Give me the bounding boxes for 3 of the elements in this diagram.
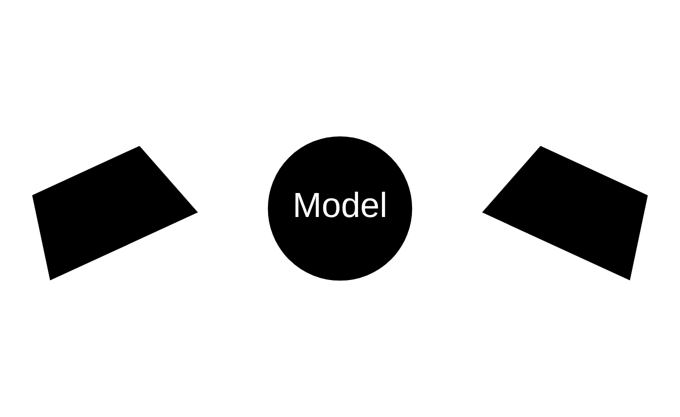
node-circle: Model <box>268 136 412 281</box>
node-polygon <box>482 146 648 280</box>
node-polygon <box>32 146 198 280</box>
